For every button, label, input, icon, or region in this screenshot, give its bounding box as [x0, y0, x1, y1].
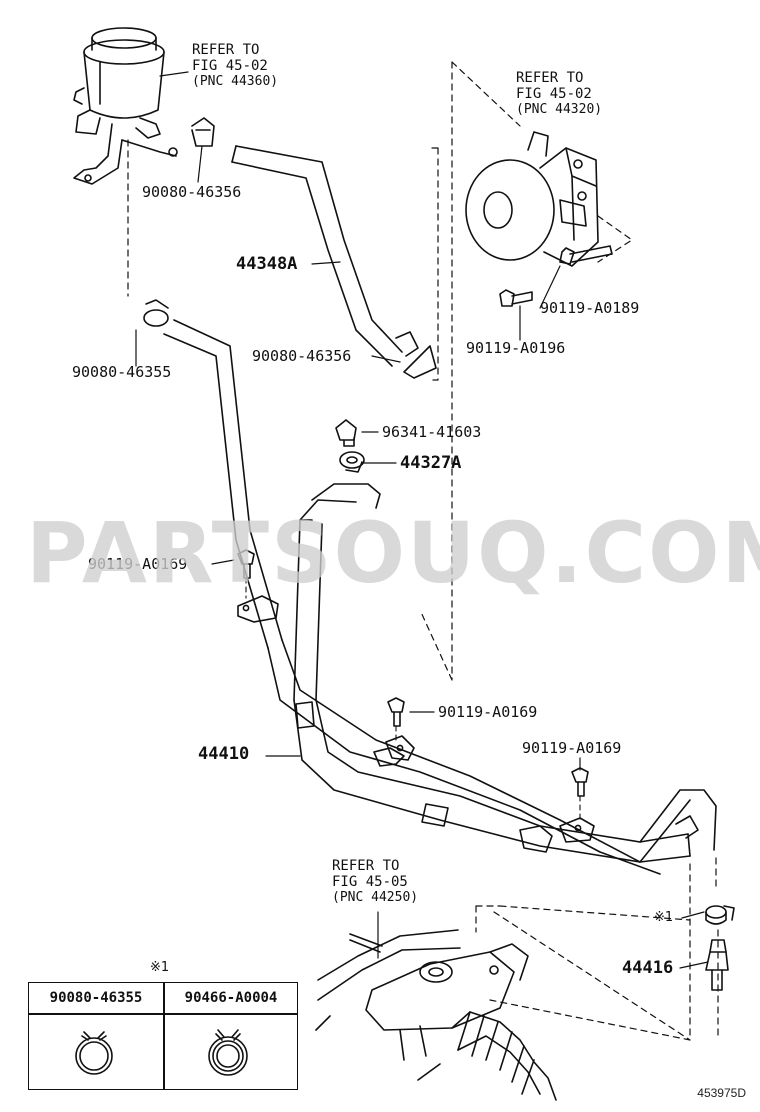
reference-pnc: (PNC 44320): [516, 102, 603, 117]
table-row-divider: [29, 1013, 297, 1015]
label-return-hose[interactable]: 44348A: [236, 254, 298, 274]
label-pressure-tube[interactable]: 44410: [198, 744, 250, 764]
reference-figure: FIG 45-02: [192, 58, 268, 74]
table-note-mark: ※1: [150, 960, 170, 975]
label-bracket-bolt-left[interactable]: 90119-A0169: [88, 555, 188, 573]
steering-gear: [315, 929, 557, 1101]
reference-note-gear: REFER TO FIG 45-05 (PNC 44250): [332, 858, 418, 906]
bracket-right: [559, 817, 595, 843]
reference-pnc: (PNC 44250): [332, 890, 419, 905]
label-union-bolt[interactable]: 96341-41603: [382, 423, 482, 441]
pump-bolt-short: [499, 289, 533, 307]
label-pump-bolt-short[interactable]: 90119-A0196: [466, 339, 566, 357]
clip-icon-90466-A0004: [208, 1029, 248, 1076]
gasket-part: [339, 451, 365, 473]
clip-icon-90080-46355: [75, 1031, 113, 1075]
reference-note-pump: REFER TO FIG 45-02 (PNC 44320): [516, 70, 602, 118]
label-clamp-top[interactable]: 90080-46356: [142, 183, 242, 201]
table-header-col2[interactable]: 90466-A0004: [184, 990, 278, 1006]
power-steering-pump: [465, 131, 599, 267]
table-header-col1[interactable]: 90080-46355: [49, 990, 143, 1006]
return-hose-part: [231, 145, 419, 367]
reference-figure: FIG 45-02: [516, 86, 592, 102]
reference-note-reservoir: REFER TO FIG 45-02 (PNC 44360): [192, 42, 278, 90]
label-gasket[interactable]: 44327A: [400, 453, 462, 473]
tube-end-fitting: [705, 939, 729, 991]
table-column-divider: [163, 983, 165, 1089]
figure-id: 453975D: [697, 1086, 746, 1100]
reference-line: REFER TO: [516, 70, 584, 86]
bracket-bolt-mid: [387, 697, 405, 727]
reference-figure: FIG 45-05: [332, 874, 408, 890]
clamp-left-part: [143, 299, 169, 327]
reference-pnc: (PNC 44360): [192, 74, 279, 89]
clip-legend-table: 90080-46355 90466-A0004: [28, 982, 298, 1090]
note-mark-clamp: ※1: [654, 910, 674, 925]
bracket-left: [237, 595, 279, 623]
pump-bolt-long: [559, 245, 613, 265]
union-bolt-part: [335, 419, 357, 447]
label-clamp-mid[interactable]: 90080-46356: [252, 347, 352, 365]
bracket-mid: [385, 735, 415, 761]
label-pump-bolt-long[interactable]: 90119-A0189: [540, 299, 640, 317]
watermark: PARTSOUQ.COM: [26, 504, 760, 602]
bracket-bolt-left: [237, 549, 255, 579]
tube-end-clamp: [705, 905, 735, 925]
label-tube-end[interactable]: 44416: [622, 958, 674, 978]
reference-line: REFER TO: [192, 42, 260, 58]
clamp-top-part: [191, 117, 215, 147]
reference-line: REFER TO: [332, 858, 400, 874]
label-bracket-bolt-right[interactable]: 90119-A0169: [522, 739, 622, 757]
reservoir-tank: [73, 27, 178, 185]
bracket-bolt-right: [571, 767, 589, 797]
label-bracket-bolt-mid[interactable]: 90119-A0169: [438, 703, 538, 721]
label-clamp-left[interactable]: 90080-46355: [72, 363, 172, 381]
pressure-feed-tube: [163, 319, 717, 875]
